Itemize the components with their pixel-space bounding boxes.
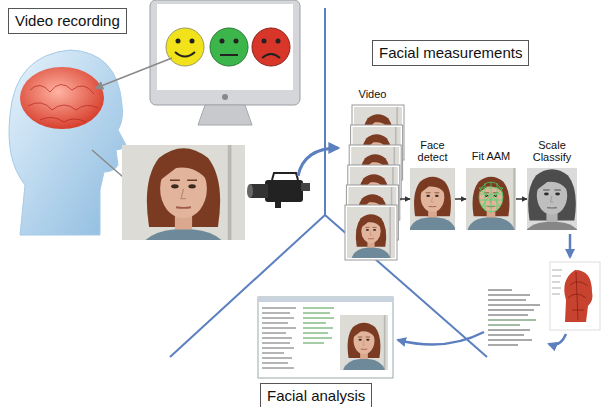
subject-photo (122, 131, 245, 254)
pipeline-step: Fit AAM (466, 150, 516, 230)
scaled-face (527, 168, 577, 230)
sad-face (252, 28, 290, 66)
aam-fit (460, 168, 522, 230)
flow-arrow (516, 198, 527, 200)
section-title: Facial measurements (379, 44, 522, 62)
happy-face (176, 39, 181, 44)
gaze-line (96, 58, 172, 88)
stimulus-monitor (150, 0, 300, 105)
sad-face (276, 39, 281, 44)
pipeline-step: Scale Classify (527, 139, 577, 230)
head-silhouette (28, 84, 98, 122)
muscle-chart (550, 262, 600, 330)
section-title: Facial analysis (267, 387, 365, 405)
detected-face (402, 168, 464, 230)
neutral-face (220, 39, 225, 44)
aam-fit (479, 188, 503, 206)
au-list (488, 320, 536, 325)
stimulus-monitor (198, 105, 252, 125)
sad-face (262, 39, 267, 44)
muscle-chart (552, 270, 562, 294)
neutral-face (220, 54, 238, 56)
section-label-box: Video recording (8, 8, 127, 34)
subject-photo (122, 131, 245, 254)
analysis-screenshot (337, 315, 392, 370)
au-list (488, 290, 540, 315)
aam-fit (479, 182, 503, 212)
flow-arrow (400, 198, 410, 200)
section-label-box: Facial analysis (260, 383, 372, 407)
video-frames (345, 205, 397, 260)
head-silhouette (9, 50, 126, 235)
video-camera (265, 180, 303, 202)
pipeline-step: Face detect (410, 139, 455, 230)
head-silhouette (20, 67, 104, 129)
flow-arrow (569, 234, 572, 257)
neutral-face (210, 28, 248, 66)
analysis-screenshot (262, 308, 296, 368)
video-camera (275, 202, 281, 208)
detected-face (402, 168, 464, 230)
neutral-face (210, 28, 248, 66)
step-label: Video (359, 88, 387, 100)
head-silhouette (9, 50, 126, 235)
flow-arrow (455, 198, 466, 200)
video-frames (346, 207, 397, 258)
pipeline-step: Video (345, 88, 400, 262)
happy-face (166, 28, 204, 66)
step-label: Fit AAM (472, 150, 511, 162)
scaled-face (527, 168, 577, 230)
aam-fit (479, 182, 503, 212)
stimulus-monitor (222, 94, 228, 100)
video-camera (247, 173, 310, 208)
video-camera (247, 184, 253, 198)
video-camera (301, 183, 310, 191)
happy-face (166, 28, 204, 66)
flow-arrow (298, 148, 338, 176)
analysis-screenshot (258, 297, 393, 378)
analysis-screenshot (258, 297, 393, 302)
sad-face (252, 28, 290, 66)
section-title: Video recording (15, 12, 120, 30)
flow-arrow (398, 332, 484, 345)
analysis-screenshot (258, 297, 393, 378)
video-frames (345, 105, 404, 260)
muscle-chart (568, 272, 588, 320)
aam-fit (485, 182, 497, 212)
aam-fit (460, 168, 522, 230)
muscle-chart (550, 262, 600, 330)
video-camera (272, 173, 298, 180)
step-label: Scale Classify (527, 139, 577, 163)
happy-face (175, 52, 195, 57)
stimulus-monitor (150, 0, 300, 125)
muscle-chart (564, 270, 592, 322)
au-list (488, 290, 540, 345)
au-list (485, 285, 547, 352)
stimulus-monitor (157, 4, 293, 90)
scaled-face (512, 158, 592, 238)
flow-arrow (549, 334, 566, 345)
analysis-screenshot (303, 308, 334, 343)
y-divider (324, 8, 326, 215)
happy-face (190, 39, 195, 44)
neutral-face (234, 39, 239, 44)
section-label-box: Facial measurements (372, 40, 529, 66)
au-list (488, 330, 532, 345)
sad-face (262, 54, 280, 58)
step-label: Face detect (410, 139, 455, 163)
au-list (485, 285, 547, 352)
